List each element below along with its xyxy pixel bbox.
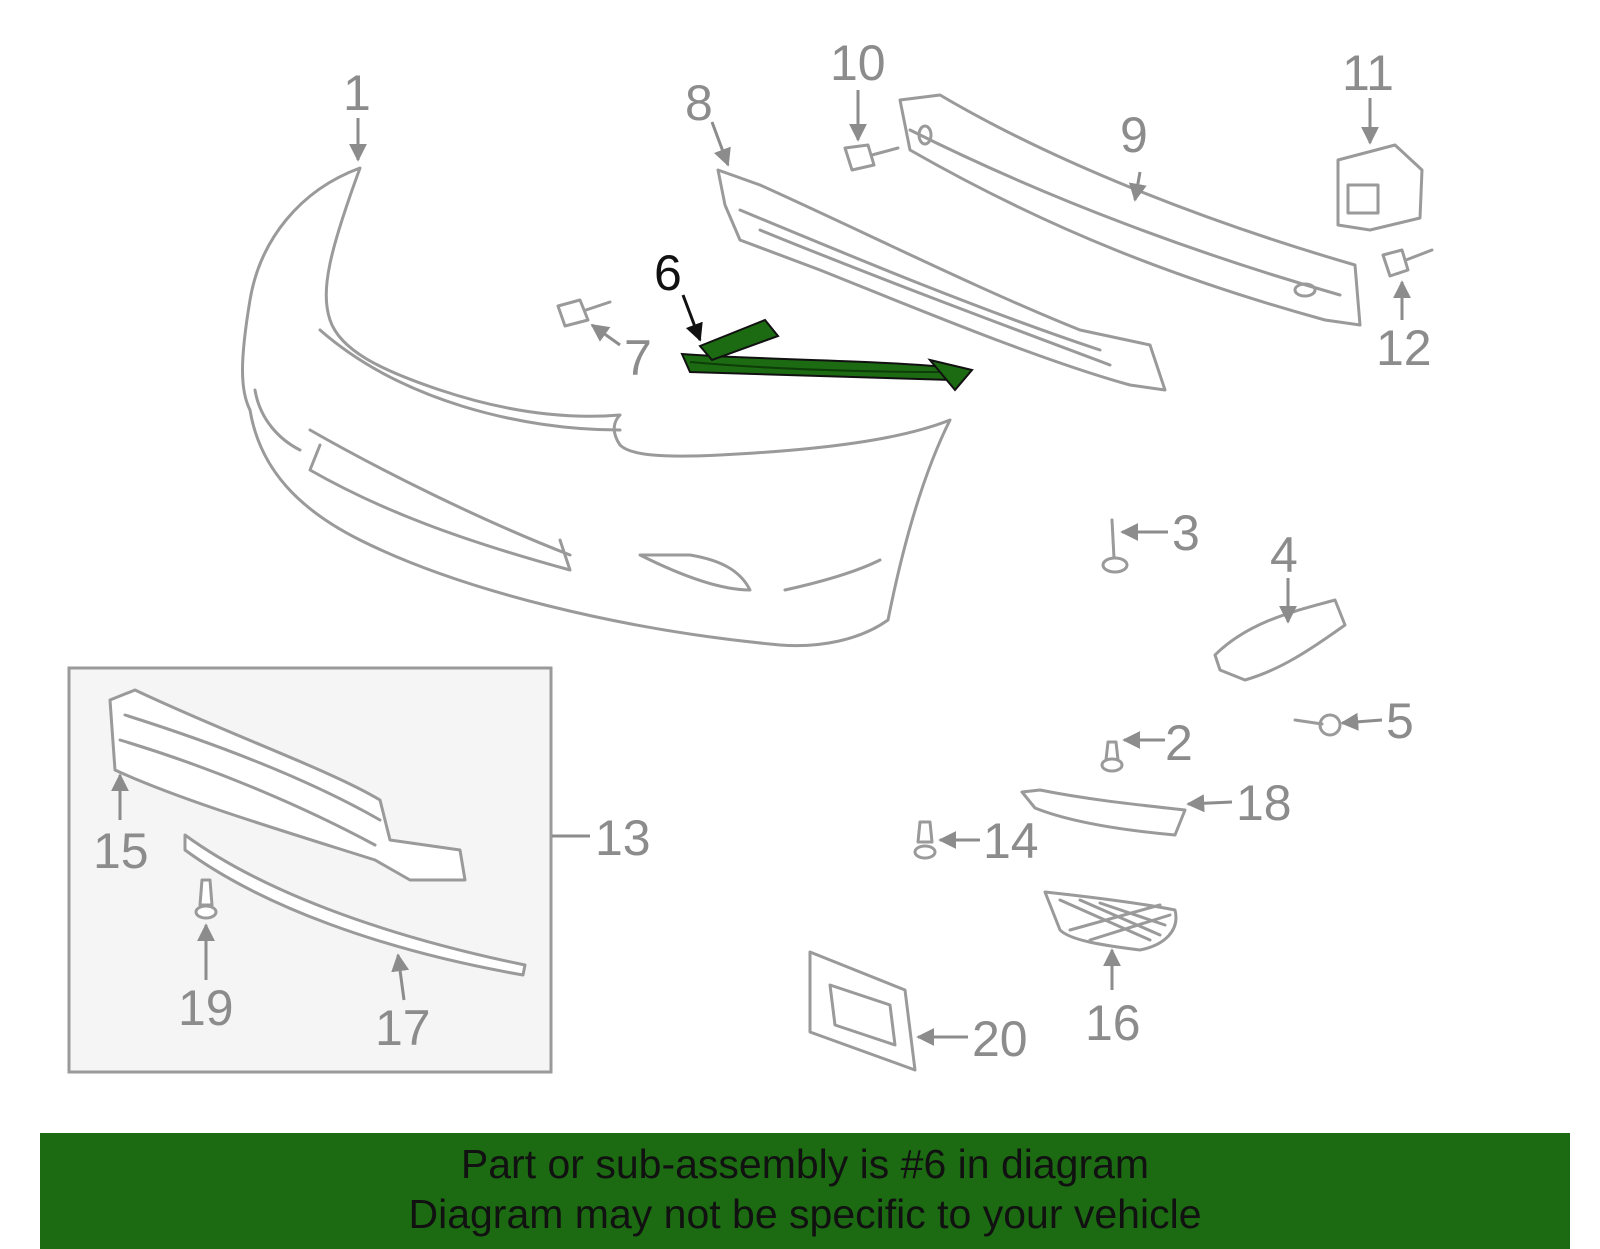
clip-14[interactable] bbox=[913, 820, 937, 860]
banner-part-note: Part or sub-assembly is #6 in diagram bbox=[460, 1141, 1150, 1187]
info-banner: Part or sub-assembly is #6 in diagram Di… bbox=[40, 1133, 1570, 1249]
side-bracket-part[interactable] bbox=[1213, 598, 1347, 682]
parts-diagram: 1 8 10 9 11 12 6 7 3 4 5 2 18 14 16 20 1… bbox=[67, 35, 1434, 1074]
screw-3[interactable] bbox=[1101, 518, 1129, 574]
mount-bracket-part[interactable] bbox=[1336, 143, 1424, 232]
callout-19[interactable]: 19 bbox=[178, 980, 234, 1036]
callout-16[interactable]: 16 bbox=[1085, 995, 1141, 1051]
clip-19[interactable] bbox=[194, 878, 218, 920]
callout-9[interactable]: 9 bbox=[1120, 107, 1148, 163]
callout-17[interactable]: 17 bbox=[375, 1000, 431, 1056]
bolt-10[interactable] bbox=[843, 143, 900, 172]
callout-20[interactable]: 20 bbox=[972, 1011, 1028, 1067]
lower-grille-part[interactable] bbox=[108, 688, 467, 882]
bumper-cover-part[interactable] bbox=[241, 166, 952, 648]
callout-2[interactable]: 2 bbox=[1165, 715, 1193, 771]
callout-6[interactable]: 6 bbox=[654, 245, 682, 301]
callout-12[interactable]: 12 bbox=[1376, 320, 1432, 376]
bolt-12[interactable] bbox=[1381, 248, 1434, 278]
callout-7[interactable]: 7 bbox=[624, 330, 652, 386]
callout-18[interactable]: 18 bbox=[1236, 775, 1292, 831]
callout-13[interactable]: 13 bbox=[595, 810, 651, 866]
callout-14[interactable]: 14 bbox=[983, 813, 1039, 869]
banner-disclaimer: Diagram may not be specific to your vehi… bbox=[408, 1191, 1202, 1237]
callout-3[interactable]: 3 bbox=[1172, 505, 1200, 561]
callout-1[interactable]: 1 bbox=[343, 65, 371, 121]
bolt-7[interactable] bbox=[556, 298, 612, 328]
callout-5[interactable]: 5 bbox=[1386, 693, 1414, 749]
reinforcement-beam-part[interactable] bbox=[898, 93, 1362, 327]
license-bracket-part[interactable] bbox=[808, 950, 917, 1072]
energy-absorber-part[interactable] bbox=[716, 168, 1167, 392]
lower-molding-part[interactable] bbox=[183, 833, 527, 977]
callout-10[interactable]: 10 bbox=[830, 35, 886, 91]
trim-strip-part[interactable] bbox=[1020, 788, 1187, 837]
bumper-bracket-part-6[interactable] bbox=[680, 318, 974, 392]
fog-grille-part[interactable] bbox=[1043, 890, 1178, 952]
screw-5[interactable] bbox=[1293, 713, 1342, 737]
callout-8[interactable]: 8 bbox=[685, 75, 713, 131]
callout-15[interactable]: 15 bbox=[93, 823, 149, 879]
clip-2[interactable] bbox=[1100, 740, 1124, 773]
callout-4[interactable]: 4 bbox=[1270, 527, 1298, 583]
callout-11[interactable]: 11 bbox=[1342, 45, 1394, 101]
leader-lines bbox=[111, 90, 1411, 1046]
